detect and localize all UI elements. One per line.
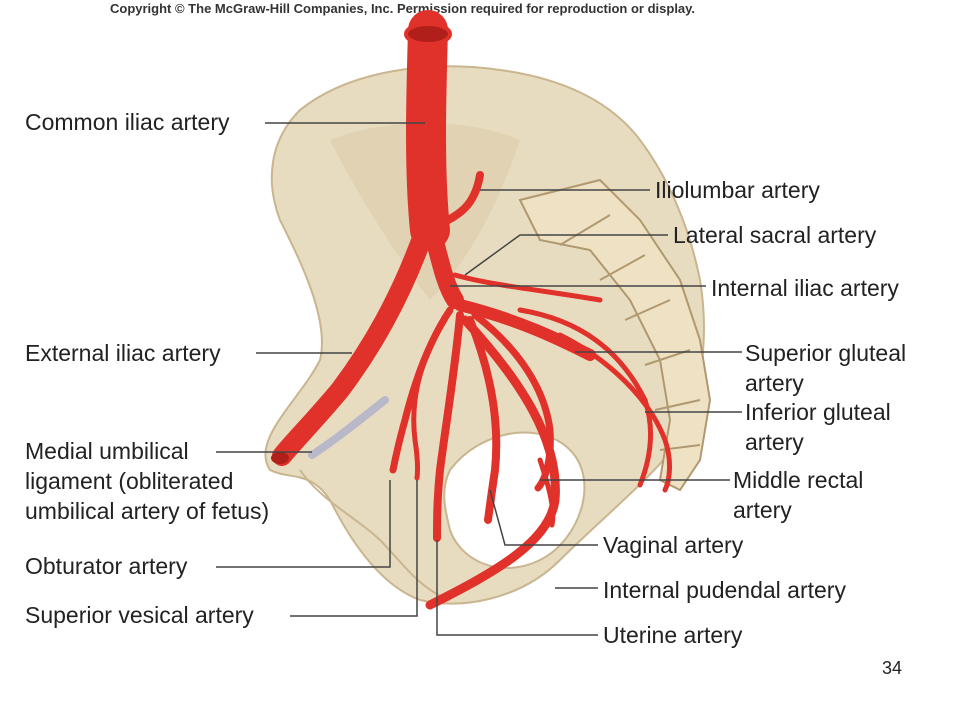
leader-lateral-sacral [464,234,668,276]
label-superior-vesical-artery: Superior vesical artery [25,602,254,628]
label-superior-gluteal-artery: Superior gluteal artery [745,340,907,396]
label-medial-umbilical-ligament: Medial umbilical ligament (obliterated u… [25,438,270,524]
sacrum [518,178,712,492]
internal-pudendal-artery [425,315,560,610]
label-uterine-artery: Uterine artery [603,622,743,648]
lateral-sacral-artery [452,272,603,303]
superior-gluteal-artery [454,299,596,361]
page-number: 34 [881,658,902,678]
label-lateral-sacral-artery: Lateral sacral artery [673,222,877,248]
common-iliac-opening [404,22,452,46]
common-iliac-artery [406,10,450,250]
pelvic-bone [264,65,705,605]
leader-obturator [216,480,391,568]
label-external-iliac-artery: External iliac artery [25,340,221,366]
medial-umbilical-ligament [308,396,389,459]
label-internal-pudendal-artery: Internal pudendal artery [603,577,846,603]
leader-superior-vesical [290,480,418,617]
iliolumbar-artery [434,171,484,229]
vaginal-artery [466,316,501,524]
label-vaginal-artery: Vaginal artery [603,532,744,558]
label-common-iliac-artery: Common iliac artery [25,109,230,135]
internal-iliac-artery [423,221,464,309]
external-iliac-artery [272,220,435,466]
external-iliac-opening [271,452,289,464]
leader-uterine [436,540,598,636]
superior-vesical-artery [411,317,448,481]
uterine-artery [433,311,464,542]
leader-lines [216,122,742,636]
copyright-notice: Copyright © The McGraw-Hill Companies, I… [110,1,696,16]
label-obturator-artery: Obturator artery [25,553,188,579]
label-middle-rectal-artery: Middle rectal artery [733,467,864,523]
label-internal-iliac-artery: Internal iliac artery [711,275,899,301]
label-iliolumbar-artery: Iliolumbar artery [655,177,820,203]
leader-vaginal [489,489,598,546]
arteries [271,10,672,610]
inferior-gluteal-artery [557,332,672,493]
label-inferior-gluteal-artery: Inferior gluteal artery [745,399,891,455]
